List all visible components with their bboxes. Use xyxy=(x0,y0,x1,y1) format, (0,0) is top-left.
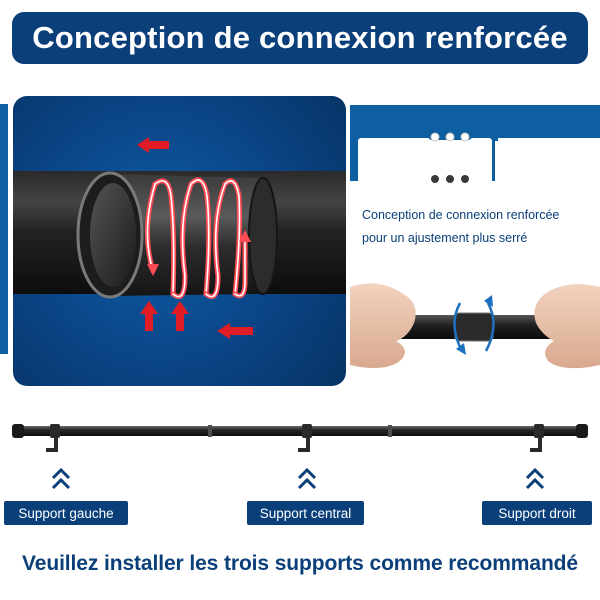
connection-illustration-panel xyxy=(13,96,346,386)
double-chevron-up-icon xyxy=(297,467,317,490)
arrow-icon xyxy=(140,301,158,331)
white-panel xyxy=(498,138,600,184)
arrow-icon xyxy=(171,301,189,331)
description-line-2: pour un ajustement plus serré xyxy=(362,231,528,245)
support-center-text: Support central xyxy=(259,505,352,521)
center-bracket xyxy=(298,424,312,452)
right-bracket xyxy=(530,424,544,452)
curtain-rod-diagram xyxy=(12,424,588,452)
title-banner: Conception de connexion renforcée xyxy=(12,12,588,64)
right-hand xyxy=(534,284,600,369)
left-hand xyxy=(350,283,416,368)
spiral-pressure-lines xyxy=(145,177,248,300)
white-panel xyxy=(358,138,492,184)
double-chevron-up-icon xyxy=(525,467,545,490)
spiral-arrow-head-down xyxy=(147,264,159,276)
left-accent-strip xyxy=(0,104,8,354)
rod-end-knobs-icon xyxy=(428,132,472,183)
spiral-arrow-head-up xyxy=(239,230,251,242)
right-accent-strip xyxy=(350,105,600,141)
support-left-text: Support gauche xyxy=(18,505,114,521)
left-bracket xyxy=(46,424,60,452)
hands-twisting-rod-photo xyxy=(350,275,600,385)
support-center-label: Support central xyxy=(247,501,364,525)
sleeve-inner xyxy=(90,183,136,287)
page-title: Conception de connexion renforcée xyxy=(32,20,568,55)
description-line-1: Conception de connexion renforcée xyxy=(362,208,560,222)
install-instruction: Veuillez installer les trois supports co… xyxy=(22,552,578,575)
support-right-text: Support droit xyxy=(498,505,576,521)
feature-description: Conception de connexion renforcée pour u… xyxy=(362,204,594,250)
support-right-label: Support droit xyxy=(482,501,592,525)
support-left-label: Support gauche xyxy=(4,501,128,525)
curtain-rod xyxy=(18,426,584,436)
left-finial xyxy=(12,424,24,438)
right-finial xyxy=(576,424,588,438)
connection-illustration xyxy=(13,137,346,339)
double-chevron-up-icon xyxy=(51,467,71,490)
arrow-icon xyxy=(217,323,253,339)
arrow-icon xyxy=(137,137,169,153)
